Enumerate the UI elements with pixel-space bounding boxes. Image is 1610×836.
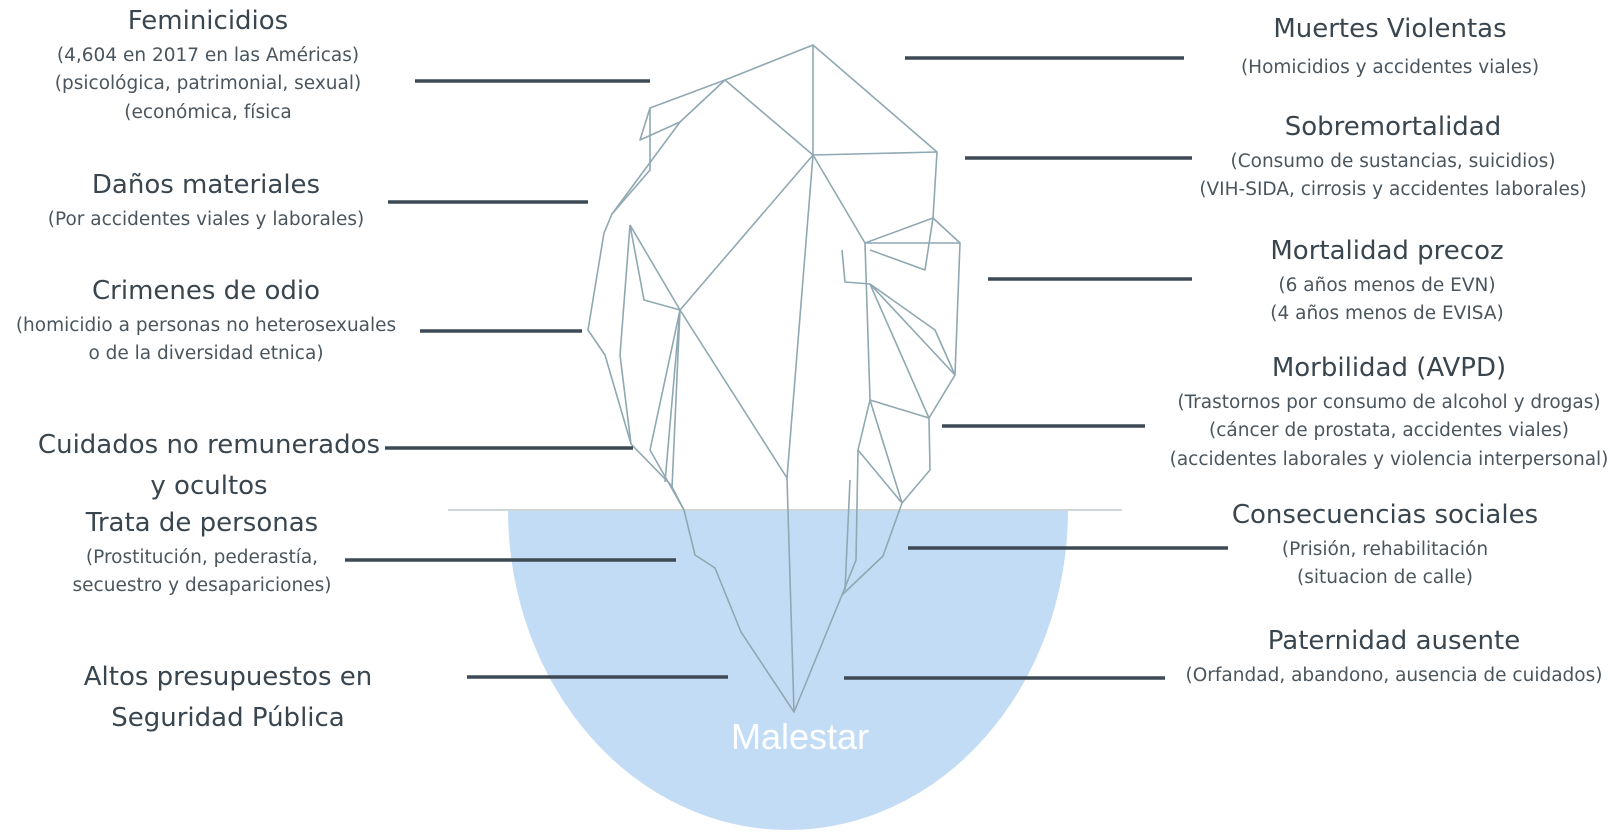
- iceberg-facet: [870, 400, 902, 503]
- iceberg-facet: [630, 155, 813, 310]
- label-title: Trata de personas: [73, 508, 332, 539]
- label-crimenes-odio: Crimenes de odio (homicidio a personas n…: [16, 276, 396, 366]
- label-detail: (situacion de calle): [1232, 567, 1538, 589]
- label-detail: (psicológica, patrimonial, sexual): [55, 73, 361, 95]
- label-presupuestos: Altos presupuestos en Seguridad Pública: [84, 638, 372, 758]
- label-title: Paternidad ausente: [1186, 626, 1603, 657]
- iceberg-facet: [725, 80, 937, 155]
- label-feminicidios: Feminicidios (4,604 en 2017 en las Améri…: [55, 6, 361, 124]
- label-morbilidad: Morbilidad (AVPD) (Trastornos por consum…: [1170, 353, 1609, 471]
- iceberg-facet: [680, 155, 813, 478]
- iceberg-facet: [672, 310, 680, 488]
- label-danos-materiales: Daños materiales (Por accidentes viales …: [48, 170, 365, 231]
- label-title: Cuidados no remunerados y ocultos: [38, 425, 380, 507]
- label-detail: (4,604 en 2017 en las Américas): [55, 45, 361, 67]
- label-detail: (Prisión, rehabilitación: [1232, 539, 1538, 561]
- iceberg-facet: [650, 310, 680, 450]
- label-title: Consecuencias sociales: [1232, 500, 1538, 531]
- water-area: [508, 510, 1068, 830]
- label-title: Muertes Violentas: [1241, 14, 1539, 45]
- label-muertes-violentas: Muertes Violentas (Homicidios y accident…: [1241, 14, 1539, 79]
- label-trata: Trata de personas (Prostitución, pederas…: [73, 508, 332, 598]
- iceberg-facet: [665, 310, 680, 482]
- label-title: Sobremortalidad: [1199, 112, 1586, 143]
- label-detail: (Orfandad, abandono, ausencia de cuidado…: [1186, 665, 1603, 687]
- label-detail: (VIH-SIDA, cirrosis y accidentes laboral…: [1199, 179, 1586, 201]
- label-detail: (Prostitución, pederastía,: [73, 547, 332, 569]
- label-detail: (Homicidios y accidentes viales): [1241, 57, 1539, 79]
- label-title: Daños materiales: [48, 170, 365, 201]
- iceberg-facet: [865, 243, 870, 400]
- iceberg-facet: [620, 355, 631, 444]
- iceberg-facet: [870, 400, 929, 418]
- label-detail: (accidentes laborales y violencia interp…: [1170, 449, 1609, 471]
- iceberg-facet: [870, 218, 933, 270]
- label-title: Crimenes de odio: [16, 276, 396, 307]
- label-title: Feminicidios: [55, 6, 361, 37]
- label-detail: (6 años menos de EVN): [1270, 275, 1504, 297]
- label-detail: (4 años menos de EVISA): [1270, 303, 1504, 325]
- label-detail: (económica, física: [55, 102, 361, 124]
- malestar-label: Malestar: [731, 716, 869, 758]
- iceberg-facet: [870, 284, 955, 375]
- iceberg-facet: [620, 225, 630, 355]
- label-detail: (cáncer de prostata, accidentes viales): [1170, 420, 1609, 442]
- label-title: Altos presupuestos en Seguridad Pública: [84, 657, 372, 739]
- label-detail: (Trastornos por consumo de alcohol y dro…: [1170, 392, 1609, 414]
- label-detail: (Consumo de sustancias, suicidios): [1199, 151, 1586, 173]
- label-mortalidad-precoz: Mortalidad precoz (6 años menos de EVN) …: [1270, 236, 1504, 326]
- label-consecuencias: Consecuencias sociales (Prisión, rehabil…: [1232, 500, 1538, 590]
- label-detail: secuestro y desapariciones): [73, 575, 332, 597]
- label-detail: (homicidio a personas no heterosexuales: [16, 315, 396, 337]
- label-detail: o de la diversidad etnica): [16, 343, 396, 365]
- iceberg-facet: [813, 155, 933, 243]
- label-paternidad: Paternidad ausente (Orfandad, abandono, …: [1186, 626, 1603, 687]
- label-title: Mortalidad precoz: [1270, 236, 1504, 267]
- iceberg-facet: [858, 400, 902, 503]
- iceberg-facet: [640, 108, 680, 140]
- label-detail: (Por accidentes viales y laborales): [48, 209, 365, 231]
- label-sobremortalidad: Sobremortalidad (Consumo de sustancias, …: [1199, 112, 1586, 202]
- label-title: Morbilidad (AVPD): [1170, 353, 1609, 384]
